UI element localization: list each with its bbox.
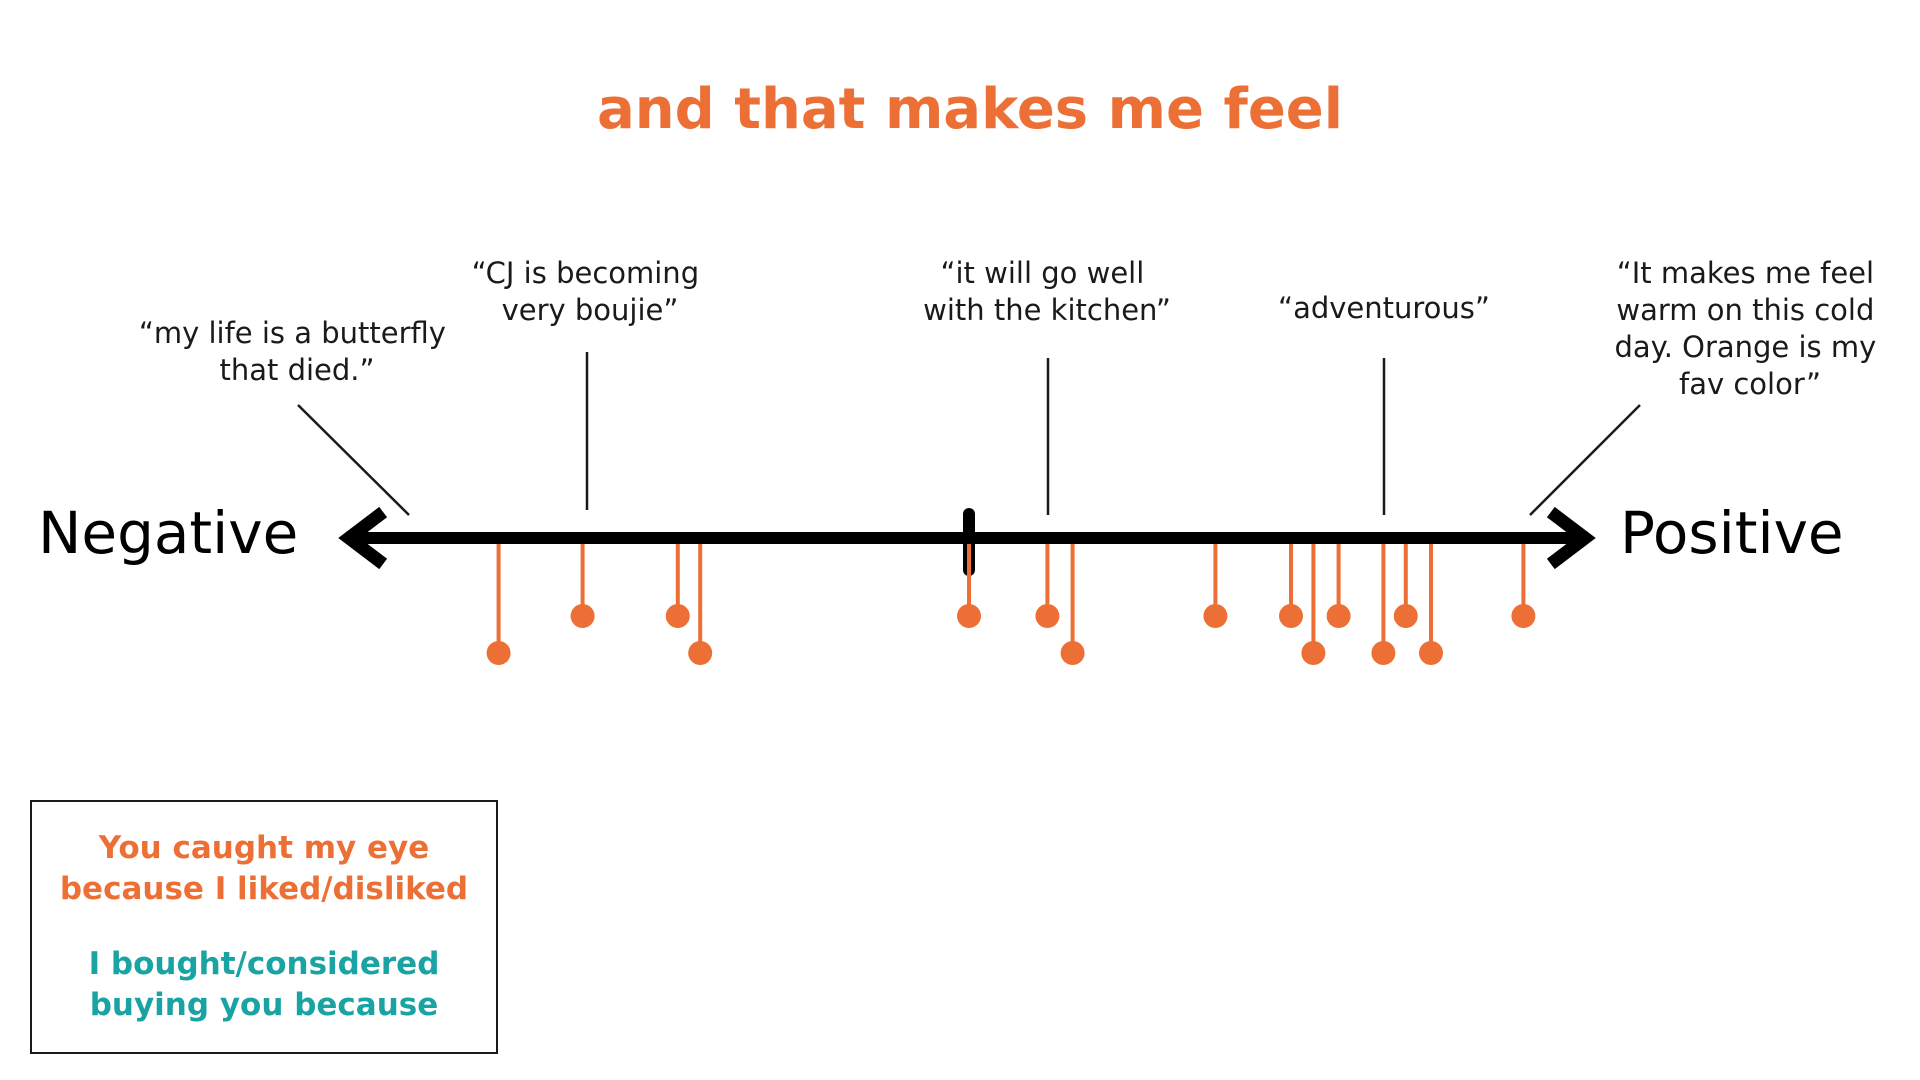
response-marker (1203, 544, 1228, 628)
response-marker (1511, 544, 1536, 628)
axis-arrow-left (338, 506, 388, 570)
quotes: “my life is a butterfly that died.” “CJ … (139, 256, 1885, 516)
axis-arrow-right (1546, 506, 1596, 570)
response-marker (570, 544, 595, 628)
response-dot (1035, 604, 1060, 628)
response-marker (665, 544, 690, 628)
response-marker (1371, 544, 1396, 665)
response-marker (1419, 544, 1443, 665)
quote-warm-orange-connector (1529, 404, 1641, 516)
response-marker (1060, 544, 1085, 665)
response-dot (1060, 641, 1085, 665)
quote-butterfly-connector (297, 404, 410, 516)
response-dot (1371, 641, 1396, 665)
response-marker (1035, 544, 1060, 628)
response-marker (1301, 544, 1326, 665)
response-dot (1511, 604, 1536, 628)
response-dot (688, 641, 713, 665)
response-dot (1301, 641, 1326, 665)
legend-orange-line-1: You caught my eye (98, 830, 430, 866)
response-dot (665, 604, 690, 628)
response-markers (486, 544, 1536, 665)
response-marker (957, 544, 981, 628)
legend-teal-line-1: I bought/considered (88, 946, 440, 982)
response-marker (486, 544, 511, 665)
legend-teal-line-2: buying you because (89, 987, 439, 1023)
response-dot (1326, 604, 1351, 628)
quote-butterfly: “my life is a butterfly that died.” (139, 316, 455, 387)
response-dot (1203, 604, 1228, 628)
response-dot (1393, 604, 1418, 628)
response-dot (570, 604, 595, 628)
quote-boujie: “CJ is becoming very boujie” (472, 256, 709, 327)
legend-box: You caught my eye because I liked/dislik… (30, 800, 498, 1054)
quote-warm-orange: “It makes me feel warm on this cold day.… (1614, 256, 1885, 401)
positive-label: Positive (1620, 499, 1844, 567)
quote-adventurous: “adventurous” (1278, 291, 1490, 325)
negative-label: Negative (38, 499, 298, 567)
response-dot (1279, 604, 1303, 628)
response-marker (1279, 544, 1303, 628)
legend-orange-line-2: because I liked/disliked (59, 871, 469, 907)
diagram-title: and that makes me feel (597, 77, 1343, 142)
response-dot (486, 641, 511, 665)
quote-kitchen: “it will go well with the kitchen” (923, 256, 1171, 327)
response-marker (688, 544, 713, 665)
response-dot (957, 604, 981, 628)
response-dot (1419, 641, 1443, 665)
response-marker (1393, 544, 1418, 628)
response-marker (1326, 544, 1351, 628)
